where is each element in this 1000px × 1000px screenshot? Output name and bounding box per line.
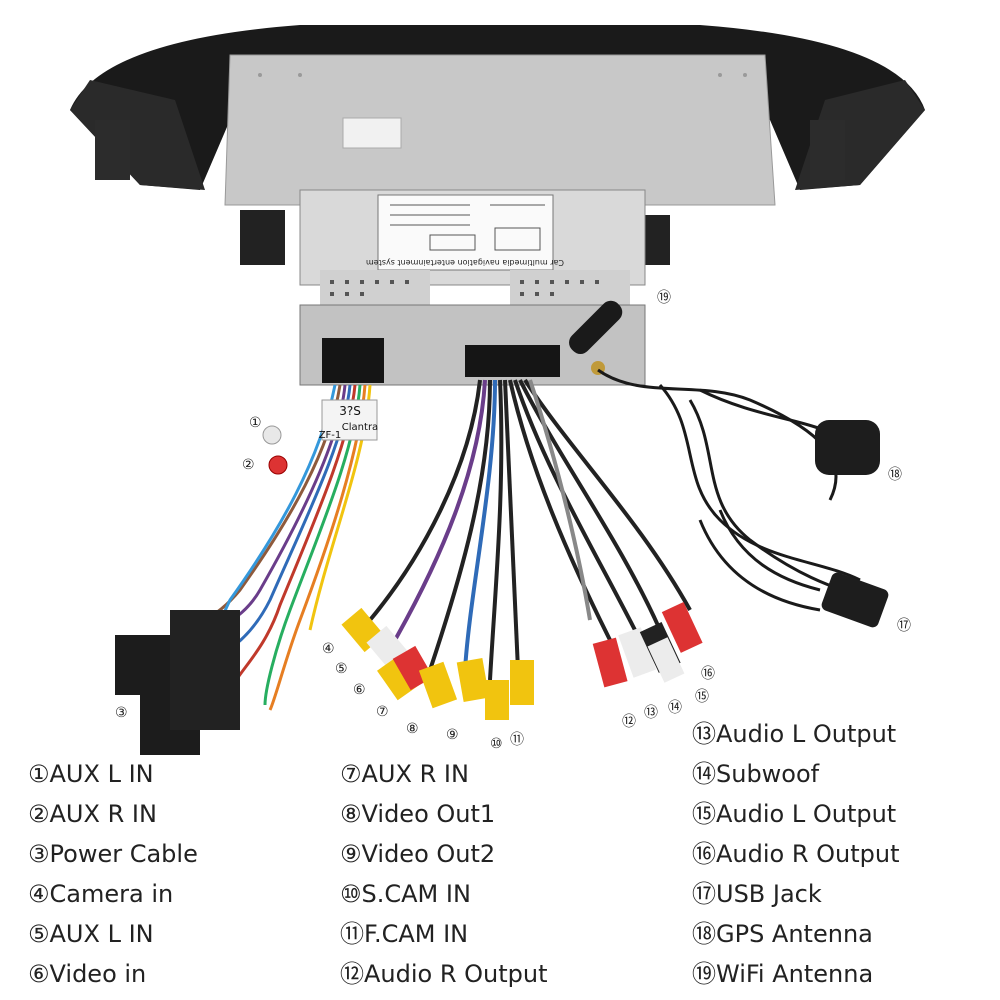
harness-tag-text3: ZF-1 bbox=[319, 430, 342, 441]
white-connector bbox=[342, 117, 402, 149]
gps-antenna-body bbox=[815, 420, 880, 475]
left-rca-plugs bbox=[262, 425, 288, 475]
unit-label-lines bbox=[390, 204, 545, 251]
gps-cable bbox=[597, 368, 881, 602]
unit-label bbox=[377, 194, 554, 271]
middle-rca-wires bbox=[368, 378, 692, 681]
legend-item-6: ⑥Video in bbox=[28, 960, 147, 988]
callout-9: ⑨ bbox=[446, 727, 459, 743]
back-plate-dots bbox=[258, 73, 747, 77]
callout-3: ③ bbox=[115, 705, 128, 721]
bracket-outer-right bbox=[810, 120, 845, 180]
callout-5: ⑤ bbox=[335, 661, 348, 677]
usb-jack-body bbox=[821, 572, 889, 628]
grille-holes bbox=[330, 280, 599, 296]
callout-2: ② bbox=[242, 457, 255, 473]
legend-item-18: ⑱GPS Antenna bbox=[692, 920, 873, 948]
callout-10: ⑩ bbox=[490, 736, 503, 752]
legend-item-12: ⑫Audio R Output bbox=[340, 960, 548, 988]
legend-item-13: ⑬Audio L Output bbox=[692, 720, 897, 748]
callout-15: ⑮ bbox=[695, 689, 709, 705]
bracket-left bbox=[240, 210, 285, 265]
harness-tag-text: 3?S bbox=[339, 404, 361, 418]
legend-item-7: ⑦AUX R IN bbox=[340, 760, 469, 788]
bracket-outer-left bbox=[95, 120, 130, 180]
callout-8: ⑧ bbox=[406, 721, 419, 737]
power-plug bbox=[115, 610, 240, 755]
callout-16: ⑯ bbox=[701, 666, 715, 682]
legend-item-9: ⑨Video Out2 bbox=[340, 840, 496, 868]
harness-tag-text2: Clantra bbox=[342, 422, 378, 433]
connector-block-left bbox=[322, 338, 384, 383]
legend-item-2: ②AUX R IN bbox=[28, 800, 157, 828]
harness-tag bbox=[321, 399, 378, 441]
legend-item-3: ③Power Cable bbox=[28, 840, 198, 868]
legend-item-15: ⑮Audio L Output bbox=[692, 800, 897, 828]
legend-item-19: ⑲WiFi Antenna bbox=[692, 960, 874, 988]
callout-18: ⑱ bbox=[888, 467, 902, 483]
grille-left bbox=[320, 270, 430, 305]
grille-right bbox=[510, 270, 630, 305]
legend-item-1: ①AUX L IN bbox=[28, 760, 154, 788]
legend-item-10: ⑩S.CAM IN bbox=[340, 880, 471, 908]
callout-4: ④ bbox=[322, 641, 335, 657]
back-plate bbox=[224, 54, 776, 206]
legend-item-17: ⑰USB Jack bbox=[692, 880, 822, 908]
connector-block-mid bbox=[465, 345, 560, 377]
callout-12: ⑫ bbox=[622, 714, 636, 730]
callout-19: ⑲ bbox=[657, 290, 671, 306]
unit-label-text: Car multimedia navigation entertainment … bbox=[366, 258, 564, 267]
middle-rca-plugs bbox=[341, 607, 534, 720]
usb-cable bbox=[698, 509, 821, 612]
callout-13: ⑬ bbox=[644, 705, 658, 721]
callout-7: ⑦ bbox=[376, 704, 389, 720]
legend-item-5: ⑤AUX L IN bbox=[28, 920, 154, 948]
bezel-left-wing bbox=[70, 80, 205, 190]
callout-1: ① bbox=[249, 415, 262, 431]
callout-6: ⑥ bbox=[353, 682, 366, 698]
callout-11: ⑪ bbox=[510, 732, 524, 748]
legend-item-8: ⑧Video Out1 bbox=[340, 800, 496, 828]
callout-17: ⑰ bbox=[897, 618, 911, 634]
legend-item-4: ④Camera in bbox=[28, 880, 174, 908]
legend-item-11: ⑪F.CAM IN bbox=[340, 920, 469, 948]
right-rca-plugs bbox=[592, 601, 703, 688]
legend-item-16: ⑯Audio R Output bbox=[692, 840, 900, 868]
legend-item-14: ⑭Subwoof bbox=[692, 760, 820, 788]
wifi-antenna-body bbox=[569, 300, 623, 354]
callout-14: ⑭ bbox=[668, 700, 682, 716]
